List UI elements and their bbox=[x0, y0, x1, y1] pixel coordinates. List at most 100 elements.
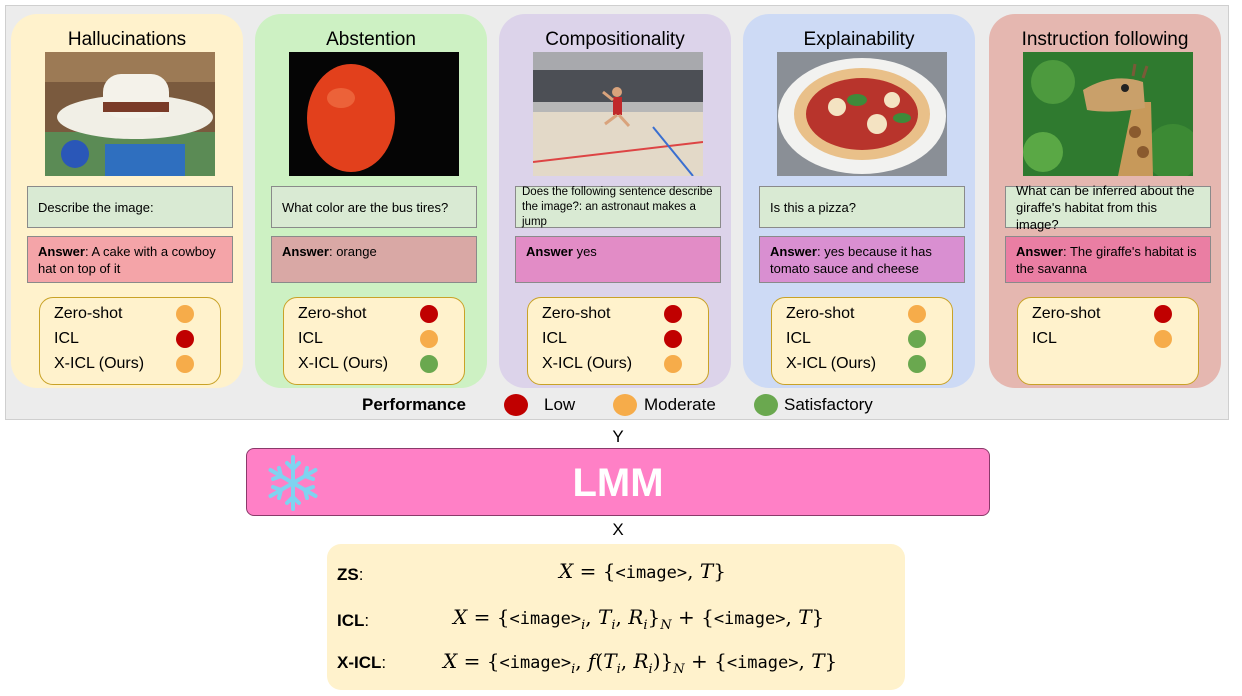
performance-dot-icon bbox=[420, 330, 438, 348]
sym: R bbox=[628, 605, 644, 629]
cowboy-hat-cake-photo bbox=[45, 52, 215, 176]
answer-box: Answer: A cake with a cowboy hat on top … bbox=[27, 236, 233, 283]
sym: N bbox=[660, 618, 672, 633]
perf-label: Zero-shot bbox=[54, 305, 123, 322]
snowflake-icon bbox=[268, 455, 318, 511]
perf-label: X-ICL (Ours) bbox=[786, 355, 877, 372]
column-instruction-following: Instruction following What can be inferr… bbox=[989, 14, 1221, 388]
performance-dot-icon bbox=[420, 355, 438, 373]
performance-dot-icon bbox=[176, 305, 194, 323]
sym: i bbox=[581, 618, 586, 633]
formula-x-icl: X = {<image>i, f(Ti, Ri)}N + {<image>, T… bbox=[443, 649, 838, 677]
perf-row-icl: ICL bbox=[786, 328, 942, 350]
giraffe-photo bbox=[1023, 52, 1193, 176]
column-title: Instruction following bbox=[1021, 29, 1189, 50]
performance-dot-icon bbox=[664, 355, 682, 373]
legend-label-moderate: Moderate bbox=[644, 395, 716, 414]
sym: N bbox=[673, 662, 685, 677]
sym: = bbox=[457, 649, 487, 673]
perf-row-x-icl: X-ICL (Ours) bbox=[542, 353, 698, 375]
performance-dot-icon bbox=[176, 330, 194, 348]
performance-dot-icon bbox=[176, 355, 194, 373]
formula-label-zs: ZS: bbox=[337, 564, 363, 586]
perf-label: ICL bbox=[786, 330, 811, 347]
perf-label: ICL bbox=[542, 330, 567, 347]
image-token: <image> bbox=[726, 653, 799, 673]
sym: T bbox=[798, 605, 812, 629]
perf-row-zero-shot: Zero-shot bbox=[542, 303, 698, 325]
answer-text: : orange bbox=[328, 244, 377, 259]
perf-label: Zero-shot bbox=[786, 305, 855, 322]
formula-icl: X = {<image>i, Ti, Ri}N + {<image>, T} bbox=[453, 605, 825, 633]
column-explainability: Explainability Is this a pizza? Answer: … bbox=[743, 14, 975, 388]
answer-label: Answer bbox=[526, 244, 573, 259]
column-abstention: Abstention What color are the bus tires?… bbox=[255, 14, 487, 388]
sym: f bbox=[588, 649, 596, 673]
formula-label-text: ZS bbox=[337, 565, 359, 584]
column-title: Explainability bbox=[803, 29, 915, 50]
sym: = bbox=[467, 605, 497, 629]
perf-row-icl: ICL bbox=[298, 328, 454, 350]
column-compositionality: Compositionality Does the following sent… bbox=[499, 14, 731, 388]
input-formulas: ZS: X = {<image>, T} ICL: X = {<image>i,… bbox=[327, 544, 905, 690]
sym: i bbox=[643, 618, 648, 633]
sym: = bbox=[573, 559, 603, 583]
answer-box: Answer yes bbox=[515, 236, 721, 283]
performance-box: Zero-shot ICL X-ICL (Ours) bbox=[527, 297, 709, 385]
perf-label: Zero-shot bbox=[1032, 305, 1101, 322]
answer-box: Answer: orange bbox=[271, 236, 477, 283]
question-box: Is this a pizza? bbox=[759, 186, 965, 228]
sym: i bbox=[611, 618, 616, 633]
perf-row-icl: ICL bbox=[54, 328, 210, 350]
answer-label: Answer bbox=[1016, 244, 1063, 259]
formula-zs: X = {<image>, T} bbox=[559, 559, 726, 583]
performance-box: Zero-shot ICL X-ICL (Ours) bbox=[283, 297, 465, 385]
column-title: Abstention bbox=[326, 29, 416, 50]
legend-label-satisfactory: Satisfactory bbox=[784, 395, 873, 414]
perf-label: ICL bbox=[1032, 330, 1057, 347]
answer-box: Answer: The giraffe's habitat is the sav… bbox=[1005, 236, 1211, 283]
sym: i bbox=[571, 662, 576, 677]
performance-legend: Performance Low Moderate Satisfactory bbox=[6, 393, 1228, 417]
answer-label: Answer bbox=[38, 244, 85, 259]
sym: i bbox=[648, 662, 653, 677]
answer-text: : yes because it has tomato sauce and ch… bbox=[770, 244, 932, 276]
perf-row-x-icl: X-ICL (Ours) bbox=[786, 353, 942, 375]
task-panel: Hallucinations Describe the image: Answe… bbox=[5, 5, 1229, 420]
performance-dot-icon bbox=[664, 330, 682, 348]
formula-label-suffix: : bbox=[364, 611, 370, 630]
orange-fruit-photo bbox=[289, 52, 459, 176]
perf-label: ICL bbox=[298, 330, 323, 347]
performance-dot-icon bbox=[908, 330, 926, 348]
basketball-jump-photo bbox=[533, 52, 703, 176]
perf-label: ICL bbox=[54, 330, 79, 347]
perf-label: Zero-shot bbox=[298, 305, 367, 322]
performance-dot-icon bbox=[1154, 330, 1172, 348]
formula-label-x-icl: X-ICL: bbox=[337, 652, 386, 674]
answer-text: : A cake with a cowboy hat on top of it bbox=[38, 244, 216, 276]
performance-dot-icon bbox=[664, 305, 682, 323]
perf-label: X-ICL (Ours) bbox=[298, 355, 389, 372]
lmm-block: LMM bbox=[246, 448, 990, 516]
image-token: <image> bbox=[615, 563, 688, 583]
sym: + bbox=[684, 649, 715, 673]
column-hallucinations: Hallucinations Describe the image: Answe… bbox=[11, 14, 243, 388]
sym: + bbox=[671, 605, 702, 629]
image-token: <image> bbox=[509, 609, 582, 629]
lmm-label: LMM bbox=[572, 461, 664, 505]
performance-box: Zero-shot ICL bbox=[1017, 297, 1199, 385]
answer-box: Answer: yes because it has tomato sauce … bbox=[759, 236, 965, 283]
perf-label: Zero-shot bbox=[542, 305, 611, 322]
legend-dot-moderate-icon bbox=[613, 394, 637, 416]
performance-dot-icon bbox=[908, 305, 926, 323]
perf-row-zero-shot: Zero-shot bbox=[54, 303, 210, 325]
formula-label-text: ICL bbox=[337, 611, 365, 630]
perf-row-x-icl: X-ICL (Ours) bbox=[54, 353, 210, 375]
formula-label-suffix: : bbox=[358, 565, 364, 584]
sym: T bbox=[598, 605, 612, 629]
question-box: Does the following sentence describe the… bbox=[515, 186, 721, 228]
question-box: What color are the bus tires? bbox=[271, 186, 477, 228]
question-box: What can be inferred about the giraffe's… bbox=[1005, 183, 1211, 232]
legend-title: Performance bbox=[362, 395, 466, 414]
perf-row-icl: ICL bbox=[1032, 328, 1188, 350]
